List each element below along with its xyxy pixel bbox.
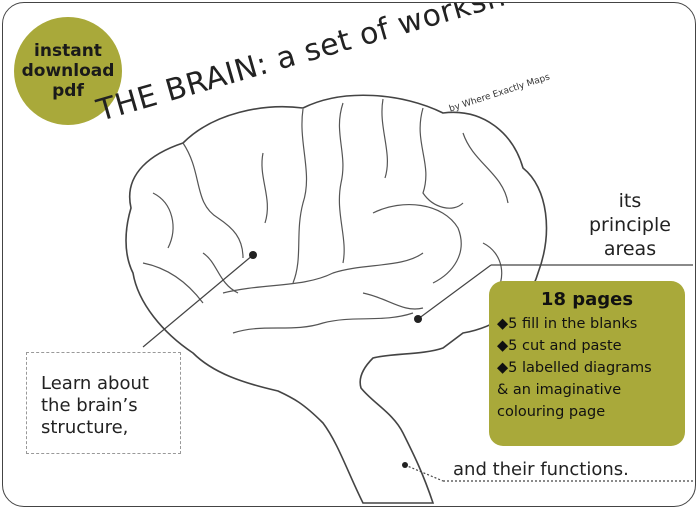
pointer-dot-structure [249,251,257,259]
bullet-icon: ◆ [497,316,509,332]
learn-line-1: Learn about [41,373,149,394]
structure-callout: Learn about the brain’s structure, [26,352,181,454]
areas-line-3: areas [603,238,657,260]
badge-line-3: pdf [52,81,84,101]
learn-line-3: structure, [41,417,129,438]
learn-line-2: the brain’s [41,395,138,416]
badge-line-2: download [21,61,115,81]
areas-callout: its principle areas [589,189,671,261]
brain-outline [125,94,548,504]
pointer-dot-functions [402,462,408,468]
areas-line-1: its [618,190,642,212]
worksheet-card: instant download pdf THE BRAIN: a set of… [2,2,696,507]
areas-line-2: principle [589,214,671,236]
bullet-icon: ◆ [497,338,509,354]
pages-item: ◆5 cut and paste [497,338,622,354]
brain-illustration [125,94,693,504]
pages-info-box: 18 pages ◆5 fill in the blanks ◆5 cut an… [489,281,685,446]
pages-item: ◆5 labelled diagrams [497,360,652,376]
pages-extra-line: & an imaginative [497,382,622,398]
functions-callout: and their functions. [453,459,629,480]
pages-extra-line: colouring page [497,404,606,420]
instant-download-badge[interactable]: instant download pdf [14,17,122,125]
badge-line-1: instant [34,41,102,61]
pages-item: ◆5 fill in the blanks [497,316,638,332]
pointer-dot-areas [414,315,422,323]
pages-heading: 18 pages [540,289,634,310]
bullet-icon: ◆ [497,360,509,376]
